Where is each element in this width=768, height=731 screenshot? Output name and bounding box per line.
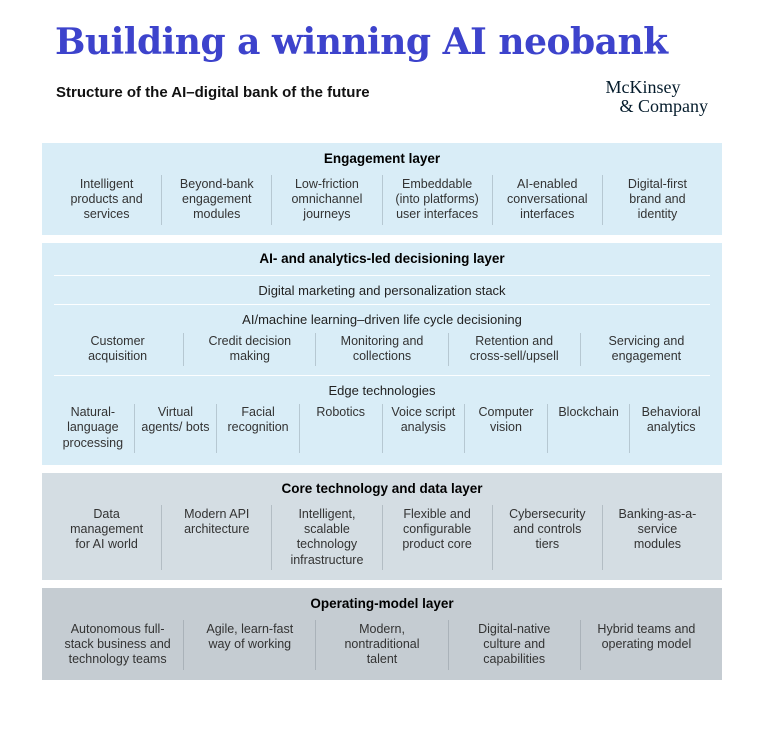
engagement-item: AI-enabled conversational interfaces	[491, 174, 602, 225]
operating-items-row: Autonomous full-stack business and techn…	[42, 619, 722, 670]
core-technology-layer-panel: Core technology and data layer Data mana…	[42, 472, 722, 580]
edge-item: Facial recognition	[216, 404, 299, 453]
edge-items-row: Natural-language processing Virtual agen…	[42, 404, 722, 453]
lifecycle-item: Servicing and engagement	[579, 332, 712, 367]
core-item: Flexible and configurable product core	[381, 504, 492, 570]
operating-model-layer-title: Operating-model layer	[310, 595, 454, 611]
core-items-row: Data management for AI world Modern API …	[42, 504, 722, 570]
marketing-stack-subheader: Digital marketing and personalization st…	[258, 282, 506, 298]
page-subtitle: Structure of the AI–digital bank of the …	[56, 83, 370, 101]
edge-item: Computer vision	[464, 404, 547, 453]
divider-line	[54, 274, 710, 276]
lifecycle-item: Customer acquisition	[88, 333, 148, 363]
core-item: Modern API architecture	[161, 504, 271, 570]
divider-line	[54, 375, 710, 377]
operating-item: Autonomous full-stack business and techn…	[64, 621, 171, 667]
logo-line2: & Company	[619, 95, 709, 116]
logo-line1: McKinsey	[605, 76, 681, 97]
mckinsey-logo: McKinsey & Company	[606, 78, 709, 115]
infographic-page: Building a winning AI neobank Structure …	[42, 21, 722, 680]
core-technology-layer-title: Core technology and data layer	[281, 480, 483, 496]
decisioning-layer-panel: AI- and analytics-led decisioning layer …	[42, 242, 722, 465]
engagement-layer-panel: Engagement layer Intelligent products an…	[42, 142, 722, 235]
engagement-layer-title: Engagement layer	[323, 150, 441, 166]
operating-item: Modern, nontraditional talent	[315, 619, 447, 670]
core-item: Intelligent, scalable technology infrast…	[271, 504, 381, 570]
decisioning-layer-title: AI- and analytics-led decisioning layer	[259, 250, 505, 266]
lifecycle-item: Retention and cross-sell/upsell	[447, 332, 580, 367]
edge-technologies-subheader: Edge technologies	[328, 383, 436, 399]
lifecycle-item: Credit decision making	[183, 332, 315, 367]
engagement-items-row: Intelligent products and services Beyond…	[42, 174, 722, 225]
edge-item: Virtual agents/ bots	[133, 404, 217, 453]
operating-model-layer-panel: Operating-model layer Autonomous full-st…	[42, 587, 722, 680]
core-item: Data management for AI world	[70, 506, 144, 552]
core-item: Cybersecurity and controls tiers	[491, 504, 602, 570]
page-title: Building a winning AI neobank	[55, 21, 668, 63]
edge-item: Robotics	[298, 404, 382, 453]
edge-item: Natural-language processing	[62, 405, 124, 450]
edge-item: Blockchain	[546, 404, 630, 453]
engagement-item: Embeddable (into platforms) user interfa…	[381, 174, 492, 225]
engagement-item: Intelligent products and services	[70, 176, 143, 222]
engagement-item: Low-friction omnichannel journeys	[271, 174, 381, 225]
operating-item: Hybrid teams and operating model	[579, 619, 712, 670]
divider-line	[54, 303, 710, 305]
lifecycle-subheader: AI/machine learning–driven life cycle de…	[242, 311, 522, 327]
operating-item: Agile, learn-fast way of working	[183, 619, 315, 670]
edge-item: Behavioral analytics	[629, 404, 712, 453]
lifecycle-items-row: Customer acquisition Credit decision mak…	[42, 332, 722, 367]
operating-item: Digital-native culture and capabilities	[447, 619, 580, 670]
engagement-item: Digital-first brand and identity	[601, 174, 712, 225]
engagement-item: Beyond-bank engagement modules	[161, 174, 271, 225]
lifecycle-item: Monitoring and collections	[315, 332, 447, 367]
core-item: Banking-as-a-service modules	[601, 504, 712, 570]
edge-item: Voice script analysis	[381, 404, 465, 453]
header-row: Structure of the AI–digital bank of the …	[42, 78, 722, 115]
